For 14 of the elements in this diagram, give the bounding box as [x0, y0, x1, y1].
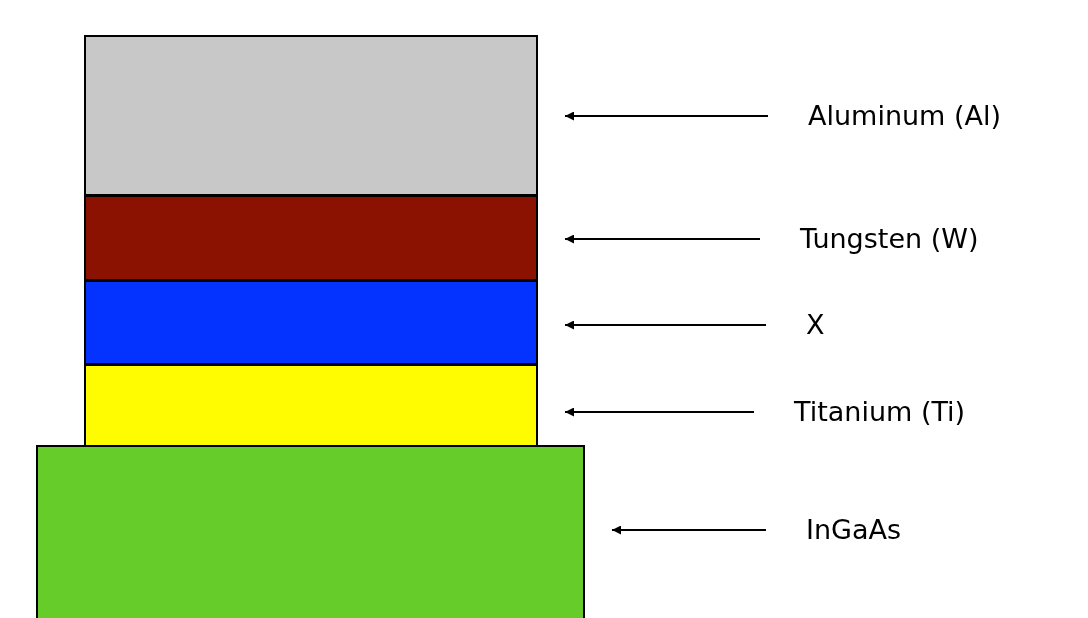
leader-arrow: [611, 525, 767, 535]
leader-arrow: [564, 234, 761, 244]
substrate-layer: [36, 445, 585, 618]
leader-arrow: [564, 320, 767, 330]
leader-arrow: [564, 407, 755, 417]
leader-arrow: [564, 111, 769, 121]
layer-label: Titanium (Ti): [794, 395, 966, 429]
aluminum-layer: [84, 35, 538, 196]
layer-label: Tungsten (W): [800, 222, 979, 256]
layer-label: InGaAs: [806, 513, 902, 547]
layer-label: Aluminum (Al): [808, 99, 1002, 133]
layer-label: X: [806, 308, 825, 342]
tungsten-layer: [84, 195, 538, 281]
middle-layer: [84, 280, 538, 365]
